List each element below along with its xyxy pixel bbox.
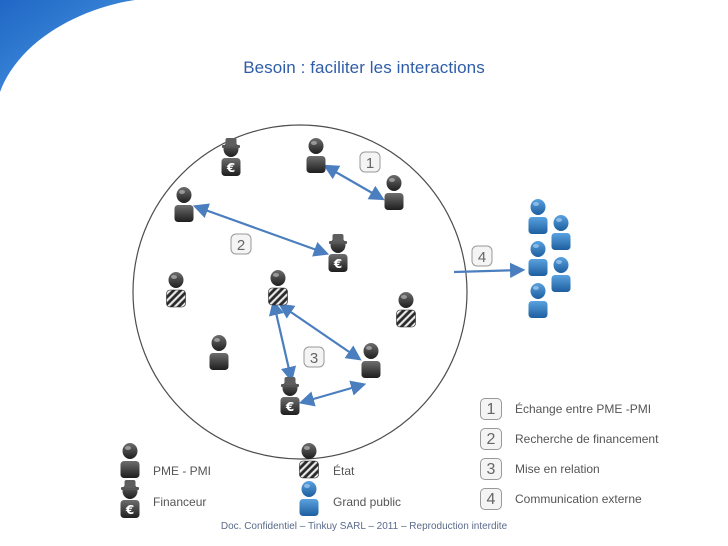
person-icon	[361, 343, 381, 378]
step-number: 1	[480, 398, 502, 420]
legend-grand-public-label: Grand public	[333, 495, 402, 509]
step-item: 2 Recherche de financement	[480, 428, 728, 458]
arrow-1	[323, 164, 385, 201]
arrow-3a	[268, 299, 297, 383]
legend-grand-public-icon	[299, 481, 319, 516]
grand-public-group	[528, 199, 571, 318]
public-blue-person-icon	[551, 215, 571, 250]
interaction-arrows	[192, 164, 526, 407]
financier-hat-euro-icon	[328, 234, 348, 272]
person-icon	[174, 187, 194, 222]
public-blue-person-icon	[528, 199, 548, 234]
person-icon	[306, 138, 326, 173]
public-blue-person-icon	[528, 283, 548, 318]
financier-hat-euro-icon	[280, 377, 300, 415]
interaction-circle	[132, 124, 468, 460]
legend-pme-label: PME - PMI	[153, 464, 212, 478]
label-box-3-icon: 3	[303, 346, 325, 368]
step-item: 3 Mise en relation	[480, 458, 728, 488]
person-icon	[384, 175, 404, 210]
step-label: Recherche de financement	[515, 432, 659, 446]
arrow-2	[192, 203, 330, 257]
slide-title: Besoin : faciliter les interactions	[243, 58, 485, 77]
public-blue-person-icon	[528, 241, 548, 276]
state-striped-icon	[396, 291, 416, 328]
step-item: 1 Échange entre PME -PMI	[480, 398, 728, 428]
arrow-3c	[298, 380, 367, 407]
state-striped-icon	[268, 269, 288, 306]
footer-note: Doc. Confidentiel – Tinkuy SARL – 2011 –…	[220, 521, 508, 532]
label-box-1-icon: 1	[359, 151, 381, 173]
arrow-4	[453, 262, 526, 279]
interaction-label-4: 4	[478, 249, 486, 266]
step-number: 4	[480, 488, 502, 510]
label-box-2-icon: 2	[230, 233, 252, 255]
legend-financeur-icon	[120, 480, 140, 518]
step-item: 4 Communication externe	[480, 488, 728, 518]
arrow-3b	[278, 303, 362, 361]
interaction-label-3: 3	[310, 350, 318, 367]
legend-financeur-label: Financeur	[153, 495, 207, 509]
public-blue-person-icon	[551, 257, 571, 292]
state-striped-icon	[166, 271, 186, 308]
legend-pme-icon	[120, 443, 140, 478]
interaction-label-1: 1	[366, 155, 374, 172]
step-number: 3	[480, 458, 502, 480]
interaction-label-2: 2	[237, 237, 245, 254]
step-number: 2	[480, 428, 502, 450]
step-label: Échange entre PME -PMI	[515, 402, 652, 416]
legend-etat-icon	[299, 442, 319, 479]
step-label: Mise en relation	[515, 462, 600, 476]
person-icon	[209, 335, 229, 370]
step-label: Communication externe	[515, 492, 642, 506]
steps-legend: 1 Échange entre PME -PMI 2 Recherche de …	[480, 398, 728, 518]
label-box-4-icon: 4	[471, 245, 493, 267]
legend-etat-label: État	[333, 464, 355, 478]
